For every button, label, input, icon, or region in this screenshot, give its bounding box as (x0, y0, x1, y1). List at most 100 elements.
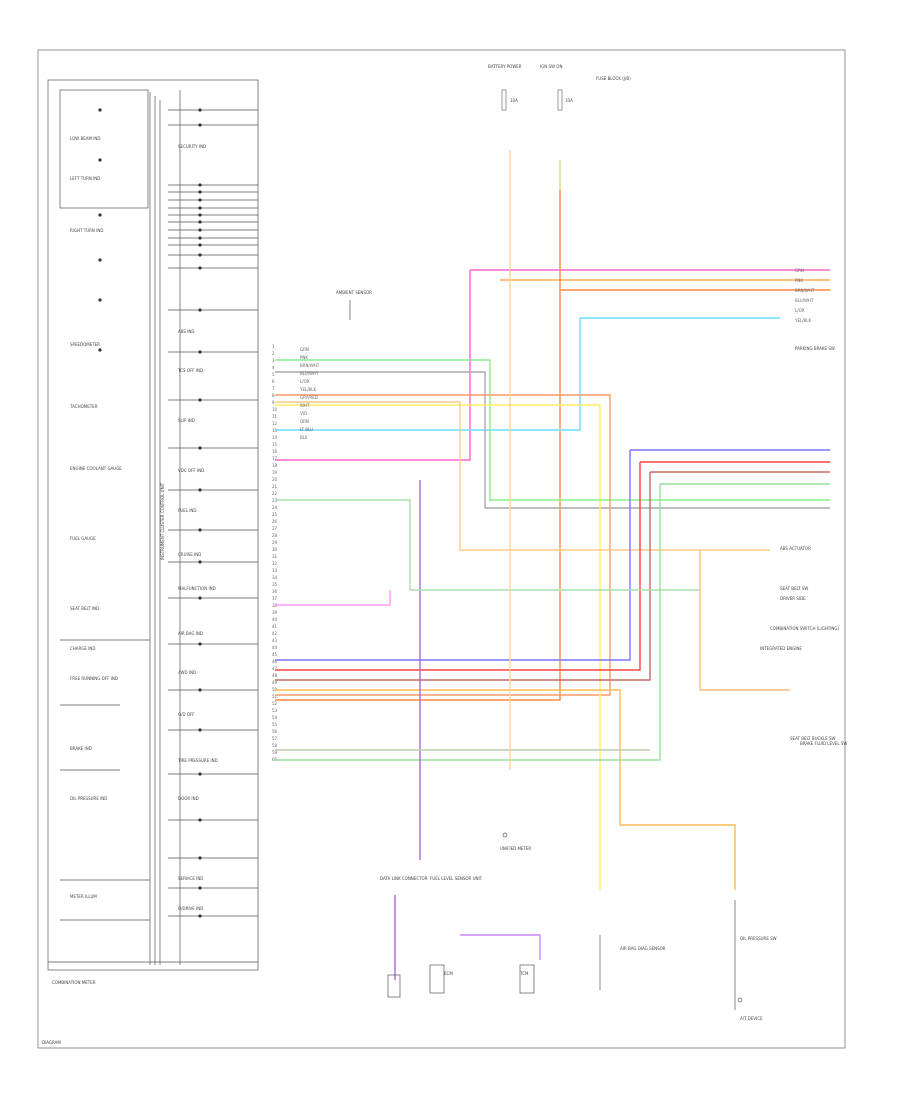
wire-tag-9: ORN (300, 419, 309, 424)
bottom-components (387, 832, 743, 1010)
wire-16 (275, 590, 391, 606)
left-item-7: SEAT BELT IND (70, 606, 99, 611)
wire-tag-2: BRN/WHT (300, 363, 320, 368)
dot-17 (198, 488, 202, 492)
dot-3 (198, 190, 202, 194)
wire-11 (275, 471, 830, 681)
left-dot-2 (98, 213, 102, 217)
dot-16 (198, 446, 202, 450)
middle-item-12: DOOR IND (178, 796, 199, 801)
right-label-0: ABS ACTUATOR (780, 546, 811, 551)
middle-item-3: SLIP IND (178, 418, 195, 423)
right-label-1: SEAT BELT SW (780, 586, 808, 591)
pin-58: 58 (272, 743, 278, 748)
fuse-2-title: IGN SW ON (540, 64, 562, 69)
pin-15: 15 (272, 442, 278, 447)
pin-60: 60 (272, 757, 278, 762)
pin-56: 56 (272, 729, 278, 734)
pin-8: 8 (272, 393, 275, 398)
vertical-label: INSTRUMENT CLUSTER CONTROL UNIT (160, 482, 165, 560)
right-wire-tag-2: BRN/WHT (795, 288, 815, 293)
wire-tag-7: WHT (300, 403, 310, 408)
pin-46: 46 (272, 659, 278, 664)
pin-51: 51 (272, 694, 278, 699)
bottom-label-0: DATA LINK CONNECTOR (380, 876, 428, 881)
wire-5 (275, 371, 830, 509)
dot-11 (198, 253, 202, 257)
left-item-10: BRAKE IND (70, 746, 92, 751)
fuse-1-title: BATTERY POWER (488, 64, 522, 69)
pin-29: 29 (272, 540, 278, 545)
left-item-6: FUEL GAUGE (70, 536, 96, 541)
left-item-8: CHARGE IND (70, 646, 95, 651)
wire-tag-11: BLK (300, 435, 308, 440)
wire-2 (275, 190, 830, 701)
left-dot-4 (98, 298, 102, 302)
dot-9 (198, 236, 202, 240)
sensor-label: AMBIENT SENSOR (336, 290, 372, 295)
wire-3 (275, 317, 780, 431)
right-wire-tag-0: GRN (795, 268, 804, 273)
pin-12: 12 (272, 421, 278, 426)
dot-8 (198, 228, 202, 232)
middle-item-5: FUEL IND (178, 508, 197, 513)
dot-18 (198, 528, 202, 532)
middle-item-6: CRUISE IND (178, 552, 201, 557)
middle-item-4: VDC OFF IND (178, 468, 204, 473)
fuse-2-rating: 10A (565, 98, 573, 103)
left-dot-1 (98, 158, 102, 162)
wire-color-tags: GRNPNKBRN/WHTBLU/WHTL/ORYEL/BLKGRY/REDWH… (299, 268, 815, 440)
dot-23 (198, 728, 202, 732)
wire-10 (275, 461, 830, 671)
pin-54: 54 (272, 715, 278, 720)
pin-23: 23 (272, 498, 278, 503)
left-item-9: FREE RUNNING OFF IND (70, 676, 118, 681)
middle-item-10: O/D OFF (178, 712, 195, 717)
pin-50: 50 (272, 687, 278, 692)
pin-27: 27 (272, 526, 278, 531)
pin-45: 45 (272, 652, 278, 657)
middle-item-11: TIRE PRESSURE IND (177, 758, 218, 763)
pin-44: 44 (272, 645, 278, 650)
pin-3: 3 (272, 358, 275, 363)
dot-27 (198, 886, 202, 890)
pin-48: 48 (272, 673, 278, 678)
pin-10: 10 (272, 407, 278, 412)
pin-47: 47 (272, 666, 278, 671)
dot-22 (198, 688, 202, 692)
wire-7 (275, 404, 601, 890)
wire-8 (275, 401, 770, 551)
pin-28: 28 (272, 533, 278, 538)
left-item-1: LEFT TURN IND (70, 176, 100, 181)
colored-wires (275, 150, 830, 980)
right-wire-tag-1: PNK (795, 278, 803, 283)
pin-24: 24 (272, 505, 278, 510)
wire-tag-5: YEL/BLK (299, 387, 317, 392)
pin-14: 14 (272, 435, 278, 440)
pin-30: 30 (272, 547, 278, 552)
pin-53: 53 (272, 708, 278, 713)
wire-tag-0: GRN (300, 347, 309, 352)
pin-17: 17 (272, 456, 278, 461)
dot-1 (198, 123, 202, 127)
pin-18: 18 (272, 463, 278, 468)
pin-22: 22 (272, 491, 278, 496)
middle-item-9: 4WD IND (178, 670, 196, 675)
dot-7 (198, 220, 202, 224)
pin-6: 6 (272, 379, 275, 384)
dot-28 (198, 914, 202, 918)
pin-19: 19 (272, 470, 278, 475)
left-dot-0 (98, 108, 102, 112)
bottom-label-3: TCM (519, 971, 529, 976)
pin-25: 25 (272, 512, 278, 517)
pin-49: 49 (272, 680, 278, 685)
dot-0 (198, 108, 202, 112)
pin-16: 16 (272, 449, 278, 454)
pin-40: 40 (272, 617, 278, 622)
bottom-label-2: ECM (444, 971, 453, 976)
dot-5 (198, 206, 202, 210)
dot-12 (198, 266, 202, 270)
